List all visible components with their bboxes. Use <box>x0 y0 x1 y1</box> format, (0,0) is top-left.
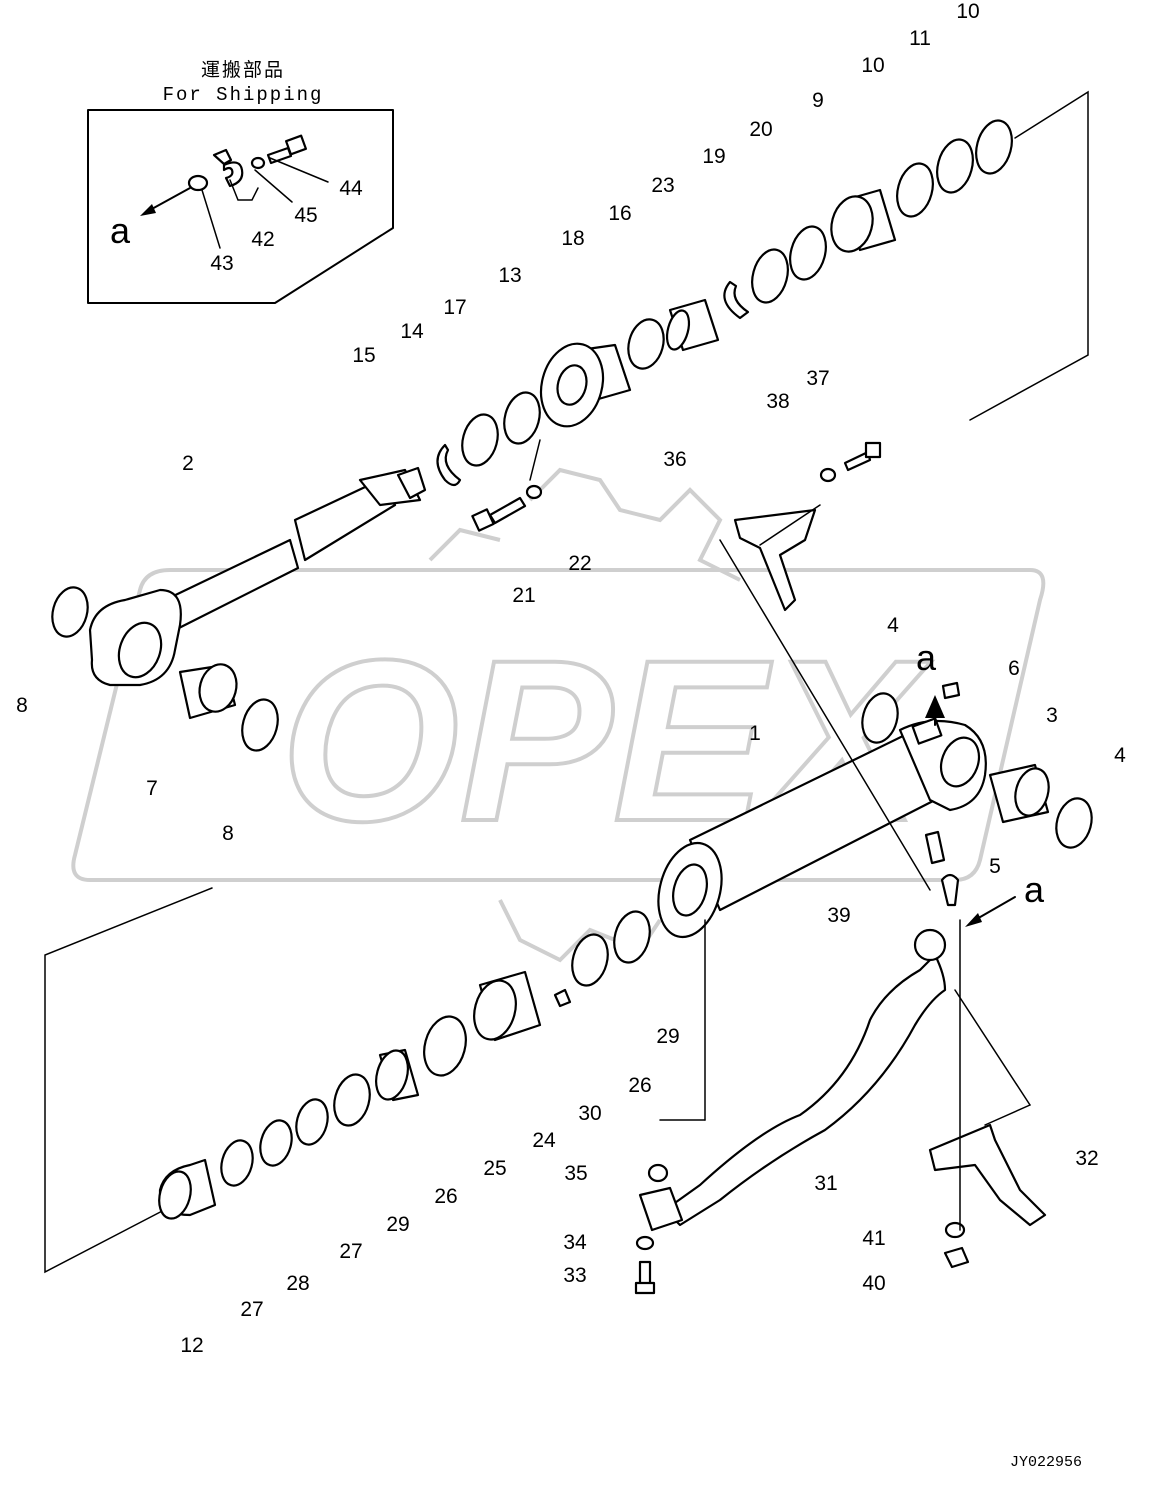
label-15: 15 <box>352 344 375 367</box>
label-4a: 4 <box>887 614 899 637</box>
label-28: 28 <box>286 1272 309 1295</box>
label-12: 12 <box>180 1334 203 1357</box>
view-marker-a-2: a <box>916 637 937 678</box>
label-24: 24 <box>532 1129 556 1152</box>
label-22: 22 <box>568 552 591 575</box>
shipping-box: 運搬部品 For Shipping <box>87 59 394 304</box>
label-10b: 10 <box>956 0 979 23</box>
label-36: 36 <box>663 448 686 471</box>
label-7: 7 <box>146 777 158 800</box>
label-19: 19 <box>702 145 725 168</box>
label-13: 13 <box>498 264 521 287</box>
shipping-title-en: For Shipping <box>163 84 324 106</box>
label-17: 17 <box>443 296 466 319</box>
label-23: 23 <box>651 174 674 197</box>
label-42: 42 <box>251 228 274 251</box>
label-37: 37 <box>806 367 829 390</box>
label-27a: 27 <box>339 1240 362 1263</box>
label-41: 41 <box>862 1227 885 1250</box>
view-marker-a-3: a <box>1024 869 1045 910</box>
shipping-title-jp: 運搬部品 <box>201 59 285 82</box>
label-21: 21 <box>512 584 535 607</box>
label-43: 43 <box>210 252 233 275</box>
label-27b: 27 <box>240 1298 263 1321</box>
leader-lines <box>529 439 1031 1231</box>
cylinder-tube <box>657 717 987 939</box>
label-35: 35 <box>564 1162 587 1185</box>
label-1: 1 <box>749 722 761 745</box>
label-20: 20 <box>749 118 772 141</box>
part-labels: 1 2 3 4 4 5 6 7 8 8 9 10 10 11 12 13 14 … <box>16 0 1126 1357</box>
label-30: 30 <box>578 1102 601 1125</box>
label-32: 32 <box>1075 1147 1098 1170</box>
drawing-code: JY022956 <box>1010 1454 1082 1471</box>
label-34: 34 <box>563 1231 587 1254</box>
label-4b: 4 <box>1114 744 1126 767</box>
label-10a: 10 <box>861 54 884 77</box>
label-11: 11 <box>909 27 931 50</box>
cylinder-head <box>539 342 632 428</box>
label-29b: 29 <box>386 1213 409 1236</box>
label-9: 9 <box>812 89 824 112</box>
label-3: 3 <box>1046 704 1058 727</box>
label-5: 5 <box>989 855 1001 878</box>
label-38: 38 <box>766 390 789 413</box>
label-6: 6 <box>1008 657 1020 680</box>
label-26a: 26 <box>628 1074 651 1097</box>
label-14: 14 <box>400 320 424 343</box>
label-2: 2 <box>182 452 194 475</box>
label-8a: 8 <box>16 694 28 717</box>
label-26b: 26 <box>434 1185 457 1208</box>
label-44: 44 <box>339 177 363 200</box>
label-39: 39 <box>827 904 850 927</box>
label-45: 45 <box>294 204 317 227</box>
label-31: 31 <box>814 1172 837 1195</box>
label-16: 16 <box>608 202 631 225</box>
label-33: 33 <box>563 1264 586 1287</box>
label-18: 18 <box>561 227 584 250</box>
label-40: 40 <box>862 1272 885 1295</box>
label-8b: 8 <box>222 822 234 845</box>
label-29a: 29 <box>656 1025 679 1048</box>
label-25: 25 <box>483 1157 506 1180</box>
piston-rod <box>88 466 427 687</box>
view-marker-a-1: a <box>110 210 131 251</box>
